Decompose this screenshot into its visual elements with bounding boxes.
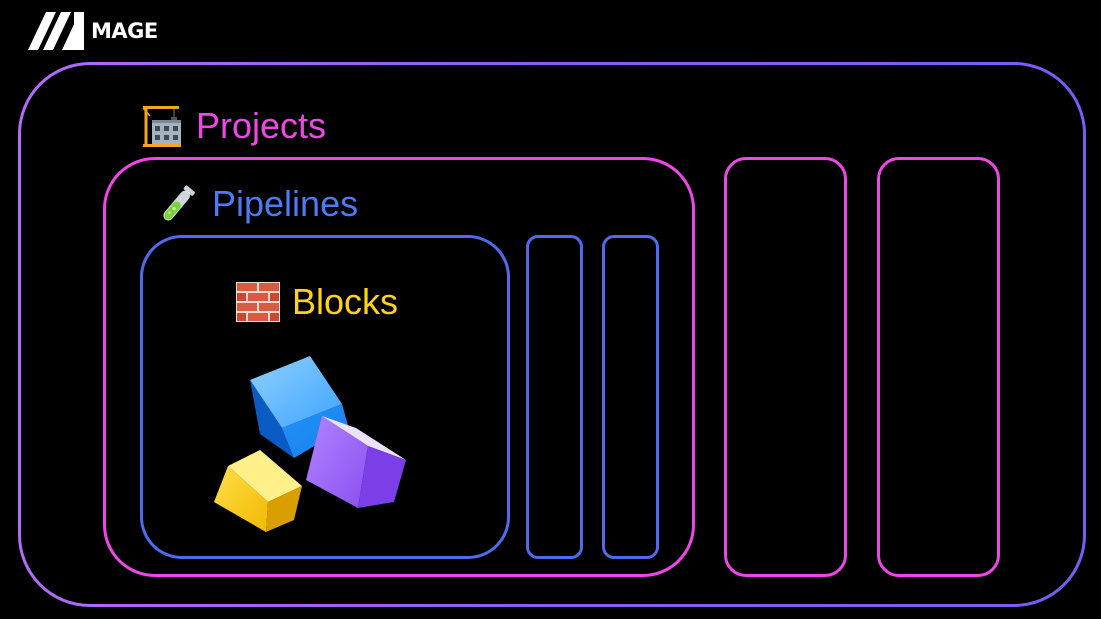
building-construction-icon (142, 106, 181, 147)
pipelines-label: Pipelines (212, 183, 359, 224)
pipelines-title: Pipelines (156, 182, 358, 226)
blue-cube (250, 356, 348, 458)
blocks-label: Blocks (292, 281, 399, 322)
pipeline-placeholder (602, 235, 659, 559)
blocks-cubes-illustration (214, 356, 406, 532)
project-placeholder (724, 157, 847, 577)
pipeline-container (140, 235, 510, 559)
yellow-cube (214, 450, 302, 532)
purple-cube (306, 416, 406, 508)
projects-label: Projects (196, 105, 327, 146)
brick-icon (236, 282, 280, 322)
blocks-title: Blocks (236, 280, 398, 324)
project-container (103, 157, 695, 577)
mage-logo-mark-icon (28, 12, 84, 50)
mage-logo-text: MAGE (91, 19, 158, 43)
project-placeholder (877, 157, 1000, 577)
pipeline-placeholder (526, 235, 583, 559)
mage-logo: MAGE (28, 12, 158, 50)
projects-title: Projects (140, 104, 326, 148)
outer-frame (18, 62, 1086, 607)
test-tube-icon (163, 185, 195, 221)
